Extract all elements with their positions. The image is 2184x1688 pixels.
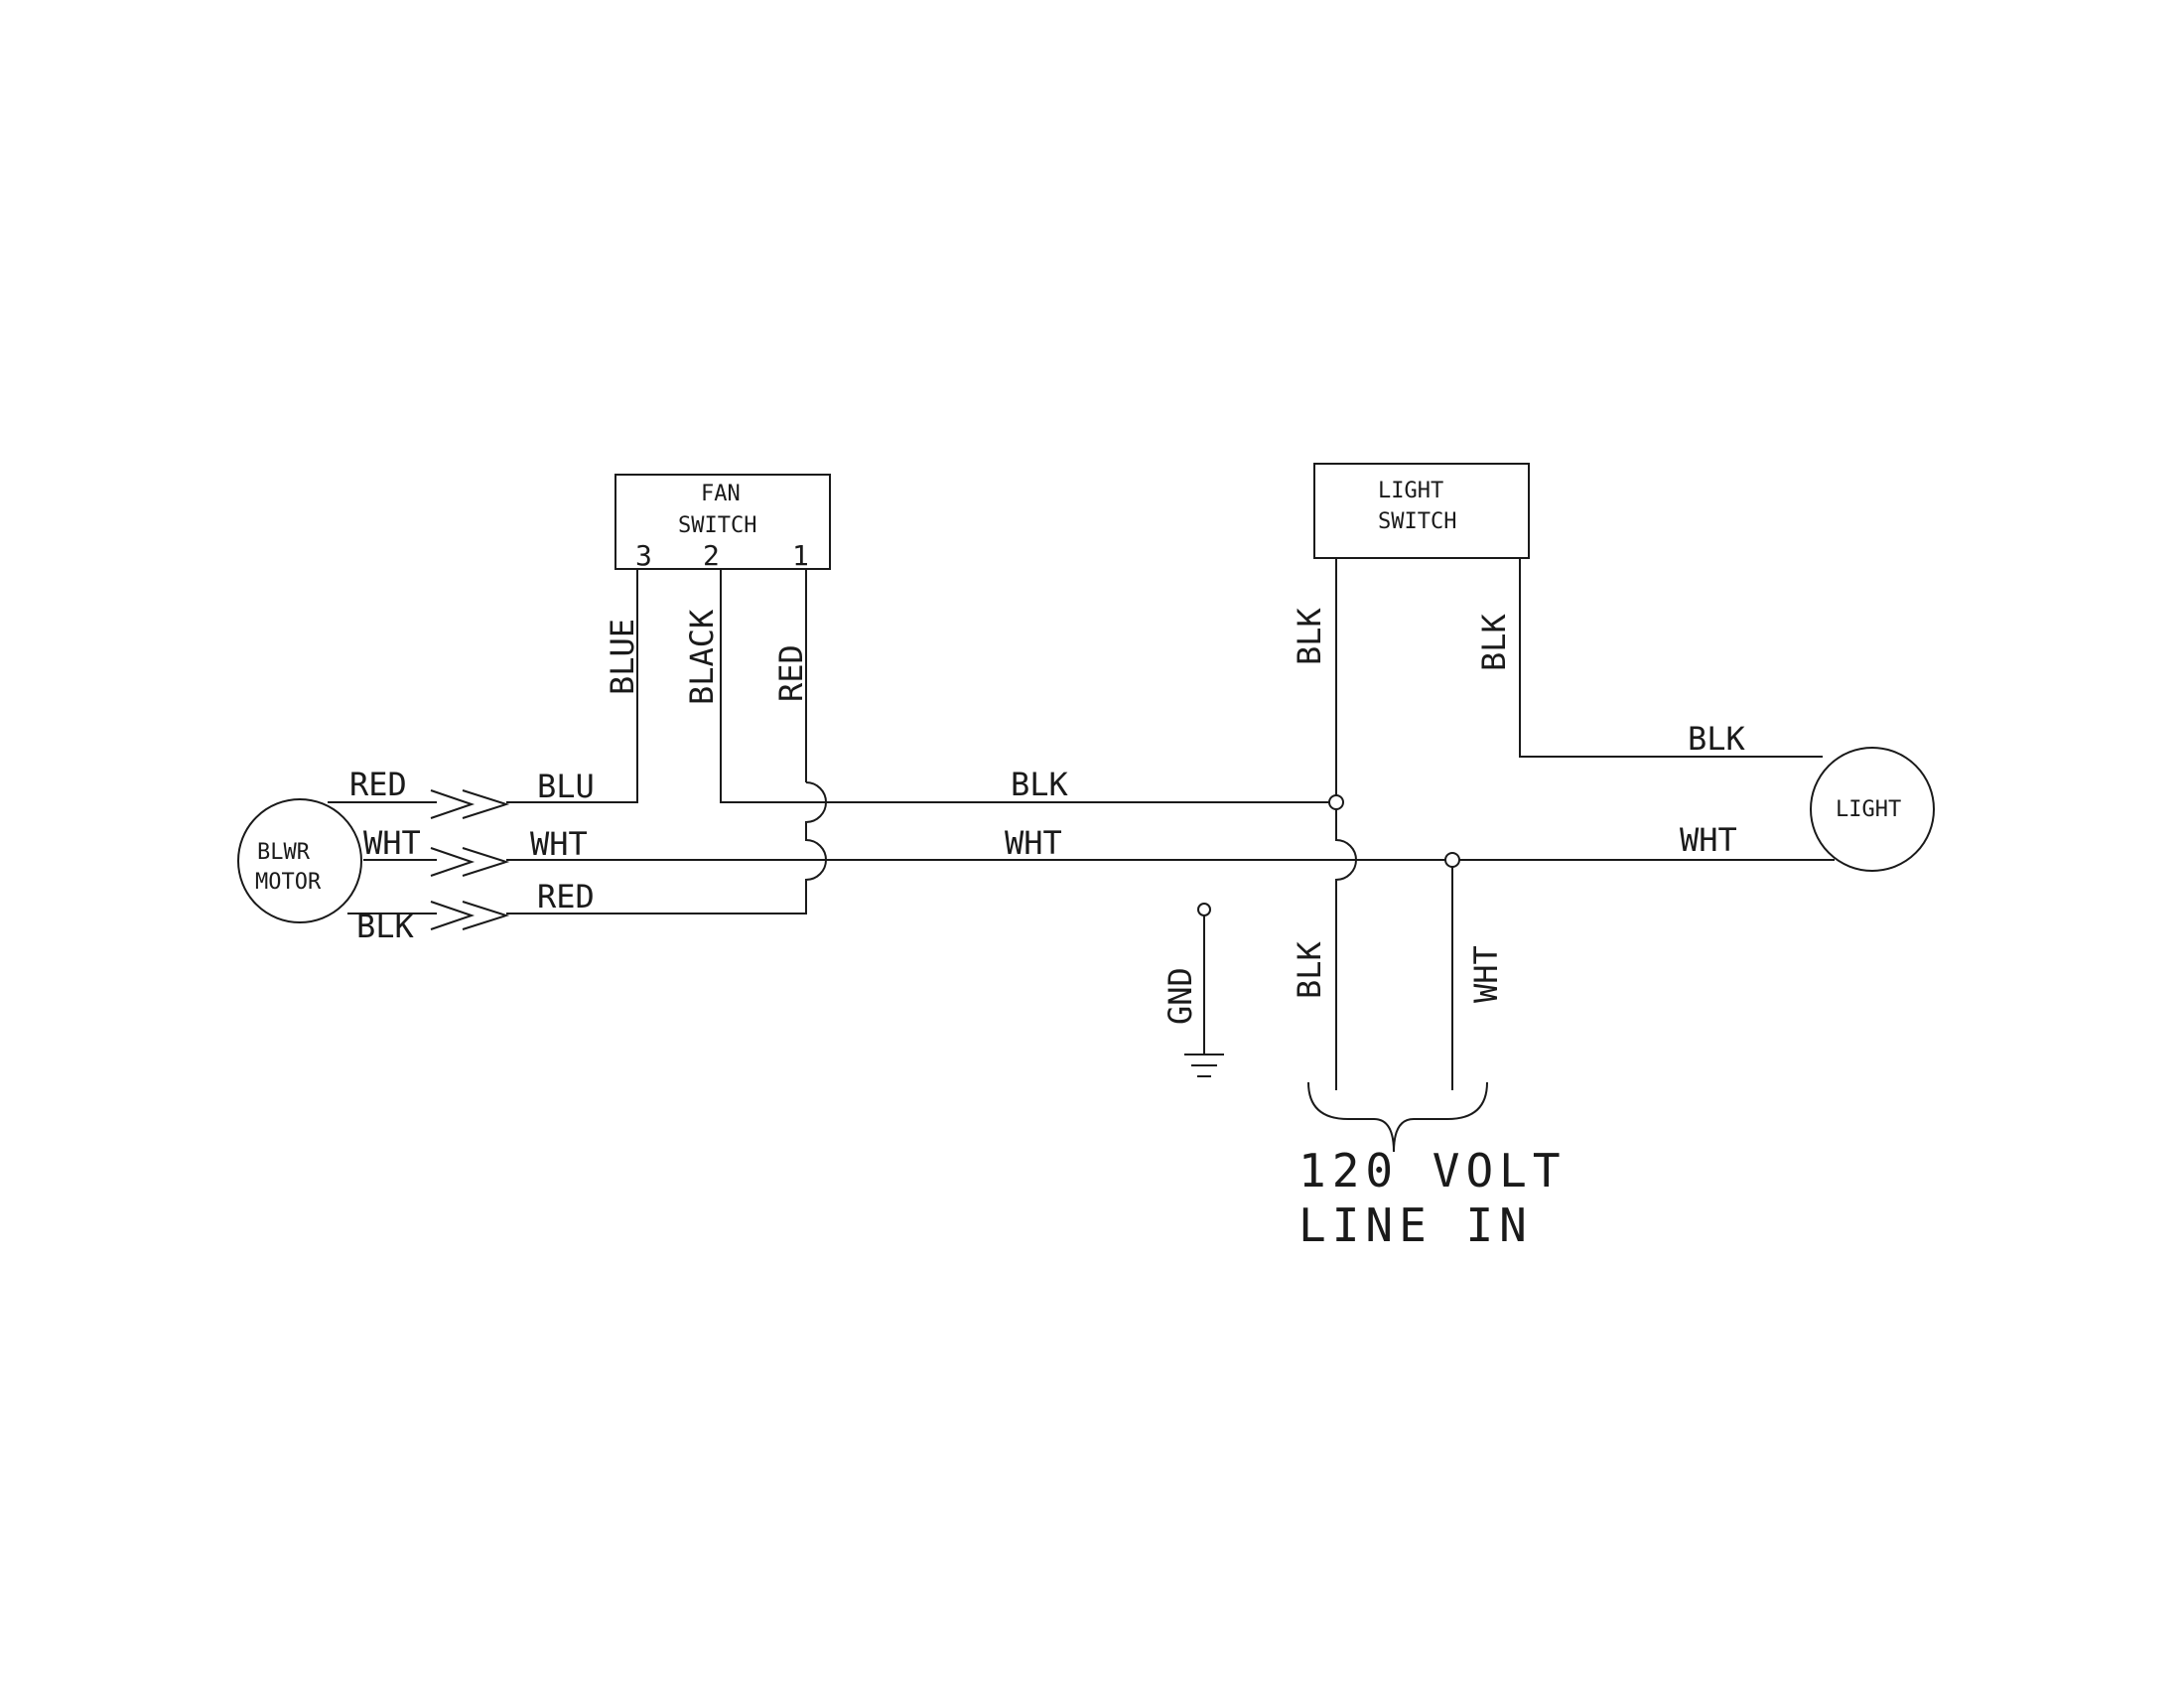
light-fixture: LIGHT xyxy=(1810,747,1935,872)
blower-motor-label-line2: MOTOR xyxy=(255,870,322,895)
light-fixture-label: LIGHT xyxy=(1836,797,1901,822)
wire-red-crossover xyxy=(536,781,827,914)
light-switch-label-line2: SWITCH xyxy=(1378,509,1456,534)
label-motor-wht: WHT xyxy=(363,824,421,862)
label-main-blk: BLK xyxy=(1011,766,1069,803)
label-line-blk: BLK xyxy=(1291,940,1328,999)
ground-label: GND xyxy=(1161,967,1199,1025)
label-light-switch-left: BLK xyxy=(1291,607,1328,665)
junction-blk xyxy=(1328,794,1344,810)
light-switch-label-line1: LIGHT xyxy=(1378,479,1443,503)
ground-symbol xyxy=(1184,903,1224,1077)
blower-motor-label-line1: BLWR xyxy=(257,840,311,865)
fan-switch-pin-1: 1 xyxy=(792,539,809,572)
label-main-wht: WHT xyxy=(1005,824,1062,862)
motor-connectors xyxy=(328,789,576,930)
label-line-wht: WHT xyxy=(1467,945,1505,1003)
label-conn-blu: BLU xyxy=(537,768,595,805)
fan-switch-pin-3: 3 xyxy=(635,539,652,572)
junction-wht xyxy=(1444,852,1460,868)
label-conn-wht: WHT xyxy=(530,825,588,863)
line-in-brace xyxy=(1307,1081,1488,1153)
fan-switch-label-line2: SWITCH xyxy=(678,513,756,538)
wire-line-blk xyxy=(1335,809,1357,1090)
wire-blue-pin3 xyxy=(576,569,638,803)
label-fan-pin3-blue: BLUE xyxy=(604,619,641,695)
label-conn-red: RED xyxy=(537,878,595,915)
fan-switch: FAN SWITCH 3 2 1 xyxy=(614,474,831,572)
label-light-switch-right: BLK xyxy=(1475,613,1513,671)
fan-switch-pin-2: 2 xyxy=(703,539,720,572)
line-in-label-line2: LINE IN xyxy=(1298,1198,1533,1252)
blower-motor: BLWR MOTOR xyxy=(237,798,362,923)
label-motor-red: RED xyxy=(349,766,407,803)
light-switch: LIGHT SWITCH xyxy=(1313,463,1530,559)
wire-black-pin2 xyxy=(720,569,806,803)
wire-light-switch-out xyxy=(1519,558,1823,758)
fan-switch-label-line1: FAN xyxy=(701,482,741,506)
line-in-label-line1: 120 VOLT xyxy=(1298,1144,1567,1197)
label-motor-blk: BLK xyxy=(356,908,415,945)
label-light-wht: WHT xyxy=(1680,821,1737,859)
label-light-blk: BLK xyxy=(1688,720,1746,758)
label-fan-pin2-black: BLACK xyxy=(683,609,721,705)
label-fan-pin1-red: RED xyxy=(772,644,810,702)
